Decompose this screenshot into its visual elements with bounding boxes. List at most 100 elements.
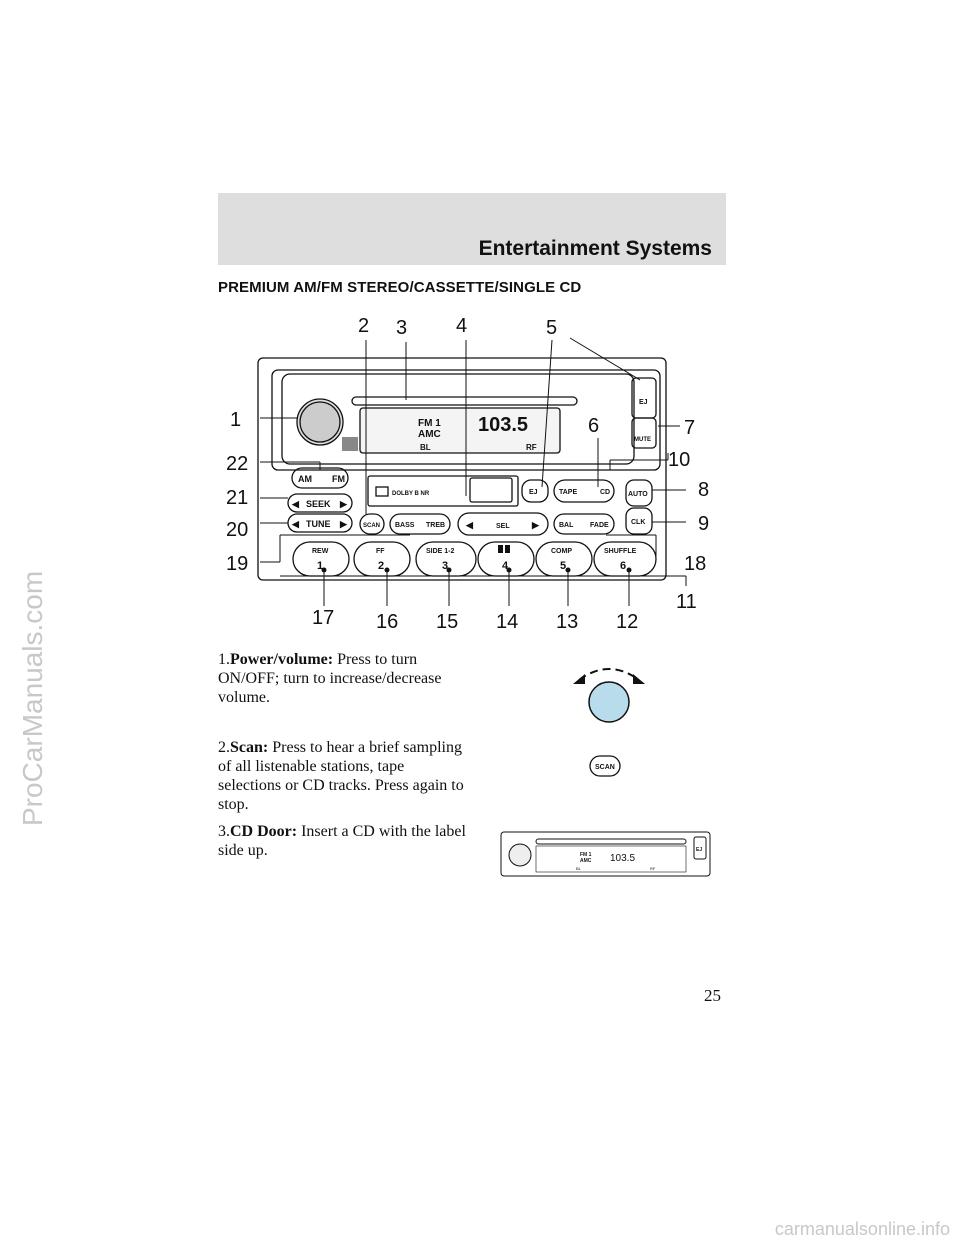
header-band: Entertainment Systems [218,193,726,265]
callout-2: 2 [358,315,369,337]
display-band: FM 1 [418,418,441,429]
bal-fade-button [553,513,615,535]
item-cd-door: 3.CD Door: Insert a CD with the label si… [218,822,468,860]
dolby-icon [498,545,510,553]
item-2-term: Scan: [230,739,269,756]
preset-2-label: FF [376,548,385,555]
scan-label: SCAN [363,523,380,529]
svg-text:▶: ▶ [531,520,540,530]
seek-label: SEEK [306,499,331,509]
treb-label: TREB [426,522,445,529]
item-2-text: Press to hear a brief sampling of all li… [218,739,464,813]
callout-9: 9 [698,513,709,535]
item-1-text: Press to turn ON/OFF; turn to increase/d… [218,651,442,706]
faceplate-outer [257,357,667,581]
callout-19: 19 [226,553,248,575]
svg-text:▶: ▶ [339,499,348,509]
callout-10: 10 [668,449,690,471]
mini-ej-label: EJ [696,847,702,853]
sel-button [457,512,549,536]
cd-label: CD [600,489,610,496]
clk-label: CLK [631,519,645,526]
callout-18: 18 [684,553,706,575]
fade-label: FADE [590,522,609,529]
scan-button [359,513,385,535]
preset-6-label: SHUFFLE [604,548,637,555]
scan-icon-label: SCAN [595,764,615,771]
clk-button [625,507,653,535]
display-bl: BL [420,443,431,452]
svg-text:◀: ◀ [465,520,474,530]
item-1-number: 1. [218,651,230,668]
fm-label: FM [332,474,345,484]
mute-label: MUTE [634,437,651,443]
callout-15: 15 [436,611,458,633]
mute-button [631,417,657,449]
section-title: PREMIUM AM/FM STEREO/CASSETTE/SINGLE CD [218,279,582,296]
mini-rf: RF [650,866,656,871]
ej-cd-label: EJ [639,399,648,406]
callout-1: 1 [230,409,241,431]
svg-text:◀: ◀ [291,499,300,509]
tape-label: TAPE [559,489,577,496]
cd-slot [351,396,578,406]
cassette-door [367,475,519,507]
scan-button-icon: SCAN [589,755,621,777]
display-amc: AMC [418,429,441,440]
callout-7: 7 [684,417,695,439]
sel-label: SEL [496,523,510,530]
watermark-side: ProCarManuals.com [17,571,48,826]
section-header-title: Entertainment Systems [478,237,712,260]
item-power-volume: 1.Power/volume: Press to turn ON/OFF; tu… [218,650,468,707]
callout-3: 3 [396,317,407,339]
preset-3-label: SIDE 1-2 [426,548,455,555]
callout-21: 21 [226,487,248,509]
display-rf: RF [526,443,537,452]
callout-17: 17 [312,607,334,629]
preset-2-num: 2 [378,560,384,572]
svg-text:▶: ▶ [339,519,348,529]
dolby-label: DOLBY B NR [392,491,430,497]
watermark-side-text: ProCarManuals.com [17,571,48,826]
callout-4: 4 [456,315,467,337]
mini-bl: BL [576,866,582,871]
item-1-term: Power/volume: [230,651,334,668]
preset-5-label: COMP [551,548,572,555]
callout-5: 5 [546,317,557,339]
tape-cd-button [553,479,615,503]
preset-5-num: 5 [560,560,566,572]
mini-amc: AMC [580,858,592,864]
preset-1-label: REW [312,548,329,555]
bal-label: BAL [559,522,574,529]
eject-tape-button [521,479,549,503]
am-label: AM [298,474,312,484]
svg-text:◀: ◀ [291,519,300,529]
bass-treb-button [389,513,451,535]
page-number: 25 [704,986,721,1005]
item-2-number: 2. [218,739,230,756]
seek-button [287,493,353,513]
auto-button [625,479,653,507]
callout-8: 8 [698,479,709,501]
ej-tape-label: EJ [529,489,538,496]
callout-13: 13 [556,611,578,633]
preset-1-num: 1 [317,560,323,572]
item-3-text: Insert a CD with the label side up. [218,823,466,859]
preset-3-num: 3 [442,560,448,572]
auto-label: AUTO [628,491,648,498]
callout-12: 12 [616,611,638,633]
volume-knob-icon [573,668,645,723]
preset-4-num: 4 [502,560,509,572]
callout-11: 11 [676,591,697,613]
bass-label: BASS [395,522,415,529]
display-window [359,407,561,454]
mini-frequency: 103.5 [610,853,635,864]
tune-label: TUNE [306,519,331,529]
radio-faceplate-diagram: FM 1 AMC 103.5 BL RF DOLBY B NR AM FM SE… [226,315,709,633]
watermark-bottom: carmanualsonline.info [775,1219,950,1239]
item-scan: 2.Scan: Press to hear a brief sampling o… [218,738,468,814]
cd-door-illustration: EJ FM 1 AMC 103.5 BL RF [500,831,711,877]
callout-22: 22 [226,453,248,475]
item-3-term: CD Door: [230,823,298,840]
callout-14: 14 [496,611,518,633]
